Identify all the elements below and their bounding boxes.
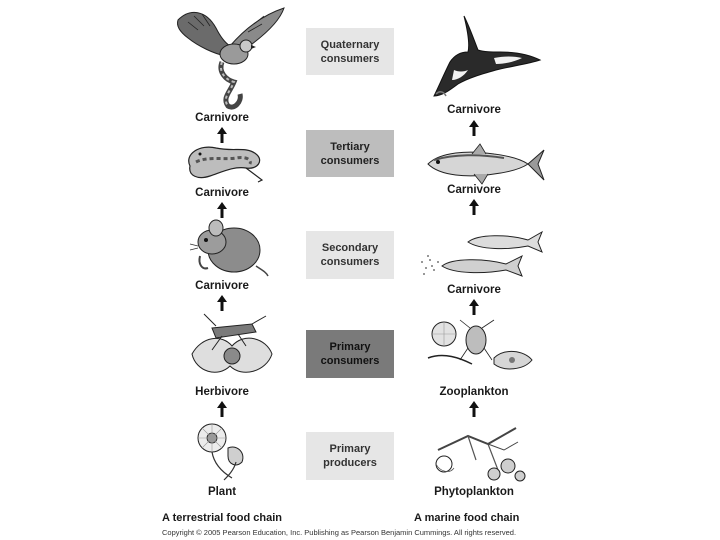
marine-food-chain-caption: A marine food chain bbox=[414, 512, 520, 524]
small-fish-illustration bbox=[421, 230, 543, 277]
phytoplankton-illustration bbox=[435, 427, 526, 482]
level-line2: consumers bbox=[320, 154, 380, 167]
grasshopper-on-flower-illustration bbox=[191, 313, 273, 373]
terrestrial-label-primary-consumer: Herbivore bbox=[195, 386, 249, 398]
level-line2: consumers bbox=[320, 355, 380, 367]
marine-label-tertiary: Carnivore bbox=[447, 184, 501, 196]
up-arrow-icon bbox=[217, 202, 227, 218]
level-box-primary-consumers: Primary consumers bbox=[306, 330, 394, 378]
up-arrow-icon bbox=[217, 127, 227, 143]
up-arrow-icon bbox=[469, 199, 479, 215]
orca-illustration bbox=[433, 15, 542, 97]
terrestrial-label-secondary: Carnivore bbox=[195, 280, 249, 292]
level-line1: Quaternary bbox=[320, 38, 380, 51]
level-box-primary-producers: Primary producers bbox=[306, 432, 394, 480]
mouse-illustration bbox=[189, 219, 269, 277]
marine-label-primary-consumer: Zooplankton bbox=[439, 386, 509, 398]
up-arrow-icon bbox=[469, 120, 479, 136]
terrestrial-label-quaternary: Carnivore bbox=[195, 112, 249, 124]
marine-label-secondary: Carnivore bbox=[447, 284, 501, 296]
up-arrow-icon bbox=[469, 299, 479, 315]
level-line2: producers bbox=[323, 457, 377, 469]
level-line1: Primary bbox=[329, 341, 371, 353]
level-line2: consumers bbox=[320, 52, 380, 65]
up-arrow-icon bbox=[469, 401, 479, 417]
copyright-notice: Copyright © 2005 Pearson Education, Inc.… bbox=[162, 528, 517, 537]
marine-label-quaternary: Carnivore bbox=[447, 104, 501, 116]
hawk-illustration bbox=[177, 7, 285, 110]
up-arrow-icon bbox=[217, 295, 227, 311]
terrestrial-food-chain-caption: A terrestrial food chain bbox=[162, 512, 283, 524]
level-box-secondary-consumers: Secondary consumers bbox=[306, 231, 394, 279]
level-line1: Tertiary bbox=[330, 140, 370, 153]
level-line2: consumers bbox=[320, 256, 380, 268]
zooplankton-illustration bbox=[427, 319, 533, 370]
level-line1: Primary bbox=[329, 443, 371, 455]
up-arrow-icon bbox=[217, 401, 227, 417]
tuna-illustration bbox=[427, 143, 545, 185]
terrestrial-label-producer: Plant bbox=[207, 486, 237, 498]
terrestrial-label-tertiary: Carnivore bbox=[195, 187, 249, 199]
plant-illustration bbox=[197, 423, 244, 481]
snake-illustration bbox=[188, 146, 264, 183]
level-line1: Secondary bbox=[321, 242, 379, 254]
marine-label-producer: Phytoplankton bbox=[434, 486, 514, 498]
